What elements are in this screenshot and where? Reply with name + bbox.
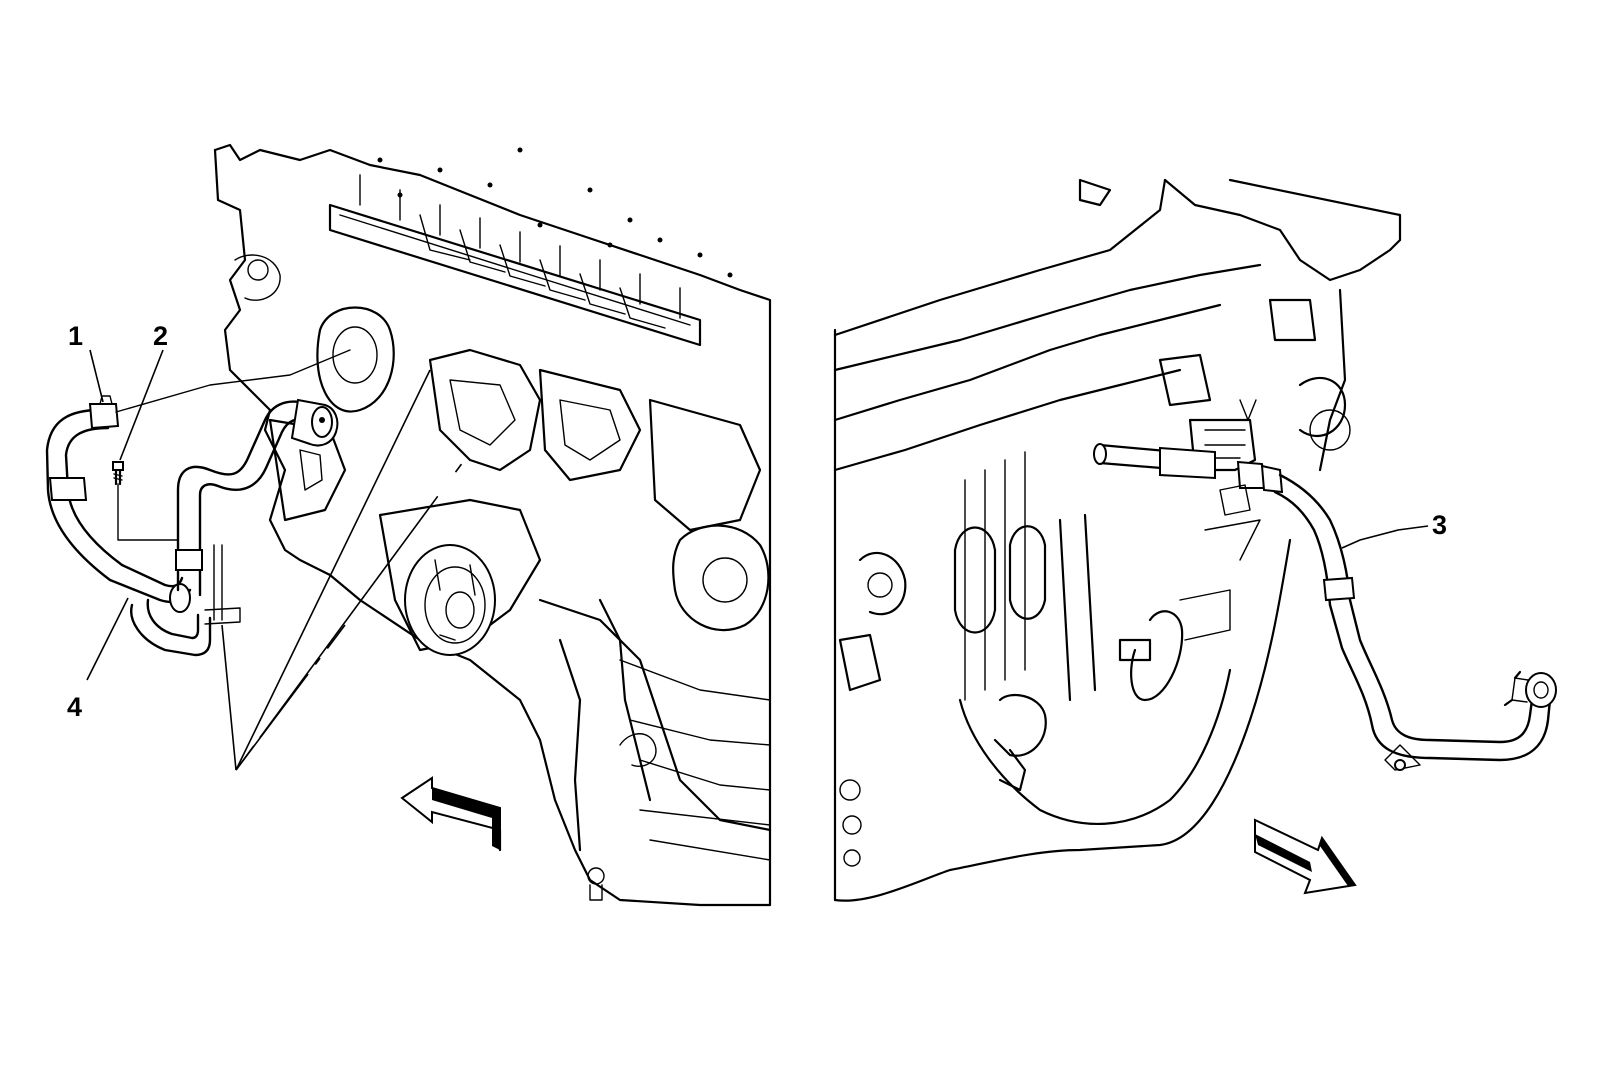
callout-labels: 1 2 3 4 (67, 321, 1447, 722)
callout-leaders (86, 349, 1429, 771)
heater-hose-assembly-right (1093, 443, 1557, 771)
callout-4: 4 (67, 692, 82, 722)
callout-2: 2 (153, 321, 168, 351)
engine-mount (378, 498, 542, 656)
callout-3: 3 (1432, 510, 1447, 540)
heater-hose-assembly-left (45, 349, 351, 657)
bracket-bolt (112, 461, 124, 486)
quick-connector-panel (1236, 460, 1284, 494)
front-direction-arrow-icon (400, 776, 502, 852)
callout-1: 1 (68, 321, 83, 351)
body-dash-panel-illustration (833, 178, 1402, 902)
engine-bolt-dots (377, 147, 733, 278)
hose-clamp (88, 395, 120, 430)
engine-block-illustration (213, 143, 772, 907)
front-direction-arrow-icon (1254, 818, 1357, 895)
quick-connector-engine (290, 398, 339, 447)
quick-connector-end (1503, 670, 1557, 708)
